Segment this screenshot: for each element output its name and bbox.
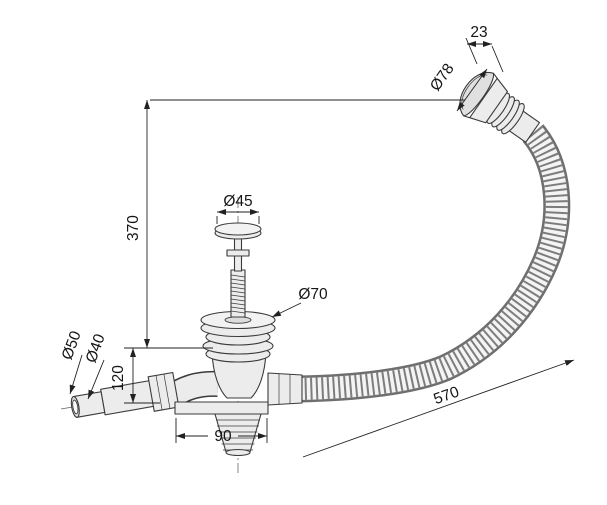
plug-cap	[214, 222, 262, 236]
dim-40-leader	[87, 359, 105, 400]
mounting-plate	[174, 401, 269, 415]
label-dia45: Ø45	[223, 193, 252, 210]
dim-78-line	[456, 68, 488, 112]
dim-50-leader	[69, 354, 83, 395]
label-570: 570	[431, 383, 461, 408]
label-120: 120	[110, 365, 127, 391]
dim-45-ticks	[216, 216, 260, 224]
plug-linkage	[214, 222, 262, 318]
extension-lines-23	[465, 37, 504, 73]
dimension-dia45: Ø45	[216, 193, 260, 224]
label-370: 370	[125, 215, 142, 241]
dimension-dia50: Ø50	[59, 328, 85, 395]
outlet-bore	[72, 399, 79, 415]
outlet-pipe	[70, 379, 157, 418]
drain-flange-stack	[200, 310, 276, 363]
dimension-370: 370	[124, 99, 465, 349]
label-23: 23	[470, 24, 487, 41]
stem-collar	[226, 249, 250, 257]
tailpiece-ribs	[216, 419, 260, 451]
drain-body	[211, 351, 267, 399]
dim-70-leader	[271, 302, 302, 318]
outlet-pipe-main	[100, 379, 157, 416]
dim-570-line	[302, 359, 575, 458]
label-dia78: Ø78	[427, 61, 458, 95]
hose-outline	[297, 124, 571, 403]
corrugated-hose	[297, 124, 571, 403]
dimension-23: 23	[465, 24, 504, 73]
thread-lines	[230, 274, 246, 314]
flange-drain-hole	[224, 316, 252, 324]
ribbed-tailpiece	[214, 413, 262, 457]
cap-band-line	[463, 72, 498, 119]
dimension-120: 120	[110, 348, 160, 404]
hose-body	[297, 125, 568, 400]
hose-ribs	[297, 125, 568, 400]
tailpiece-end	[225, 448, 251, 457]
dimension-90: 90	[175, 418, 268, 445]
label-dia40: Ø40	[83, 331, 109, 365]
label-dia70: Ø70	[298, 286, 328, 303]
outlet-compression-nut	[147, 371, 180, 412]
hose-union-nut	[267, 372, 303, 406]
dimension-dia70: Ø70	[271, 286, 328, 318]
outlet-elbow	[164, 372, 219, 407]
label-90: 90	[214, 428, 232, 445]
